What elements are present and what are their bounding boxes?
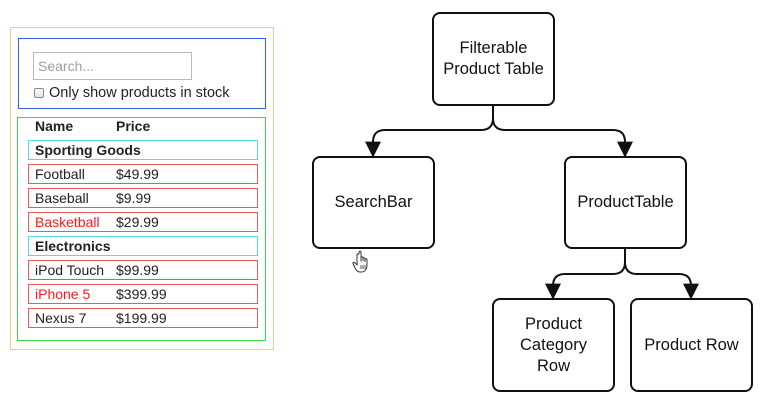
product-name-out-of-stock: iPhone 5 [35,286,91,302]
search-input[interactable] [33,52,192,80]
in-stock-label: Only show products in stock [49,85,230,101]
product-row: Basketball $29.99 [28,212,258,232]
product-row: Nexus 7 $199.99 [28,308,258,328]
search-bar-frame [18,38,266,109]
edge-root-to-searchbar [365,106,494,158]
product-price: $399.99 [116,286,167,302]
edge-root-to-producttable [492,106,633,158]
column-header-price: Price [116,118,151,134]
node-filterable-product-table: Filterable Product Table [432,12,555,106]
filterable-product-table-frame [10,27,274,350]
product-table-frame [17,117,266,341]
product-price: $29.99 [116,214,159,230]
in-stock-checkbox[interactable] [34,88,44,98]
product-row: Baseball $9.99 [28,188,258,208]
category-row: Electronics [28,236,258,256]
product-name: Football [35,166,85,182]
category-row: Sporting Goods [28,140,258,160]
product-name: Baseball [35,190,89,206]
category-name: Sporting Goods [35,142,141,158]
node-product-row: Product Row [630,298,753,392]
edge-producttable-to-productrow [624,249,699,300]
product-row: iPhone 5 $399.99 [28,284,258,304]
product-row: iPod Touch $99.99 [28,260,258,280]
category-name: Electronics [35,238,111,254]
product-price: $199.99 [116,310,167,326]
product-price: $99.99 [116,262,159,278]
hand-pointer-icon [352,250,368,273]
node-product-table: ProductTable [564,156,687,249]
node-search-bar: SearchBar [312,156,435,249]
product-row: Football $49.99 [28,164,258,184]
product-price: $9.99 [116,190,152,206]
product-name-out-of-stock: Basketball [35,214,100,230]
in-stock-toggle[interactable]: Only show products in stock [34,84,230,102]
edge-producttable-to-categoryrow [545,249,626,300]
product-price: $49.99 [116,166,159,182]
node-product-category-row: Product Category Row [492,298,615,392]
column-header-name: Name [35,118,74,134]
product-name: Nexus 7 [35,310,87,326]
product-name: iPod Touch [35,262,105,278]
